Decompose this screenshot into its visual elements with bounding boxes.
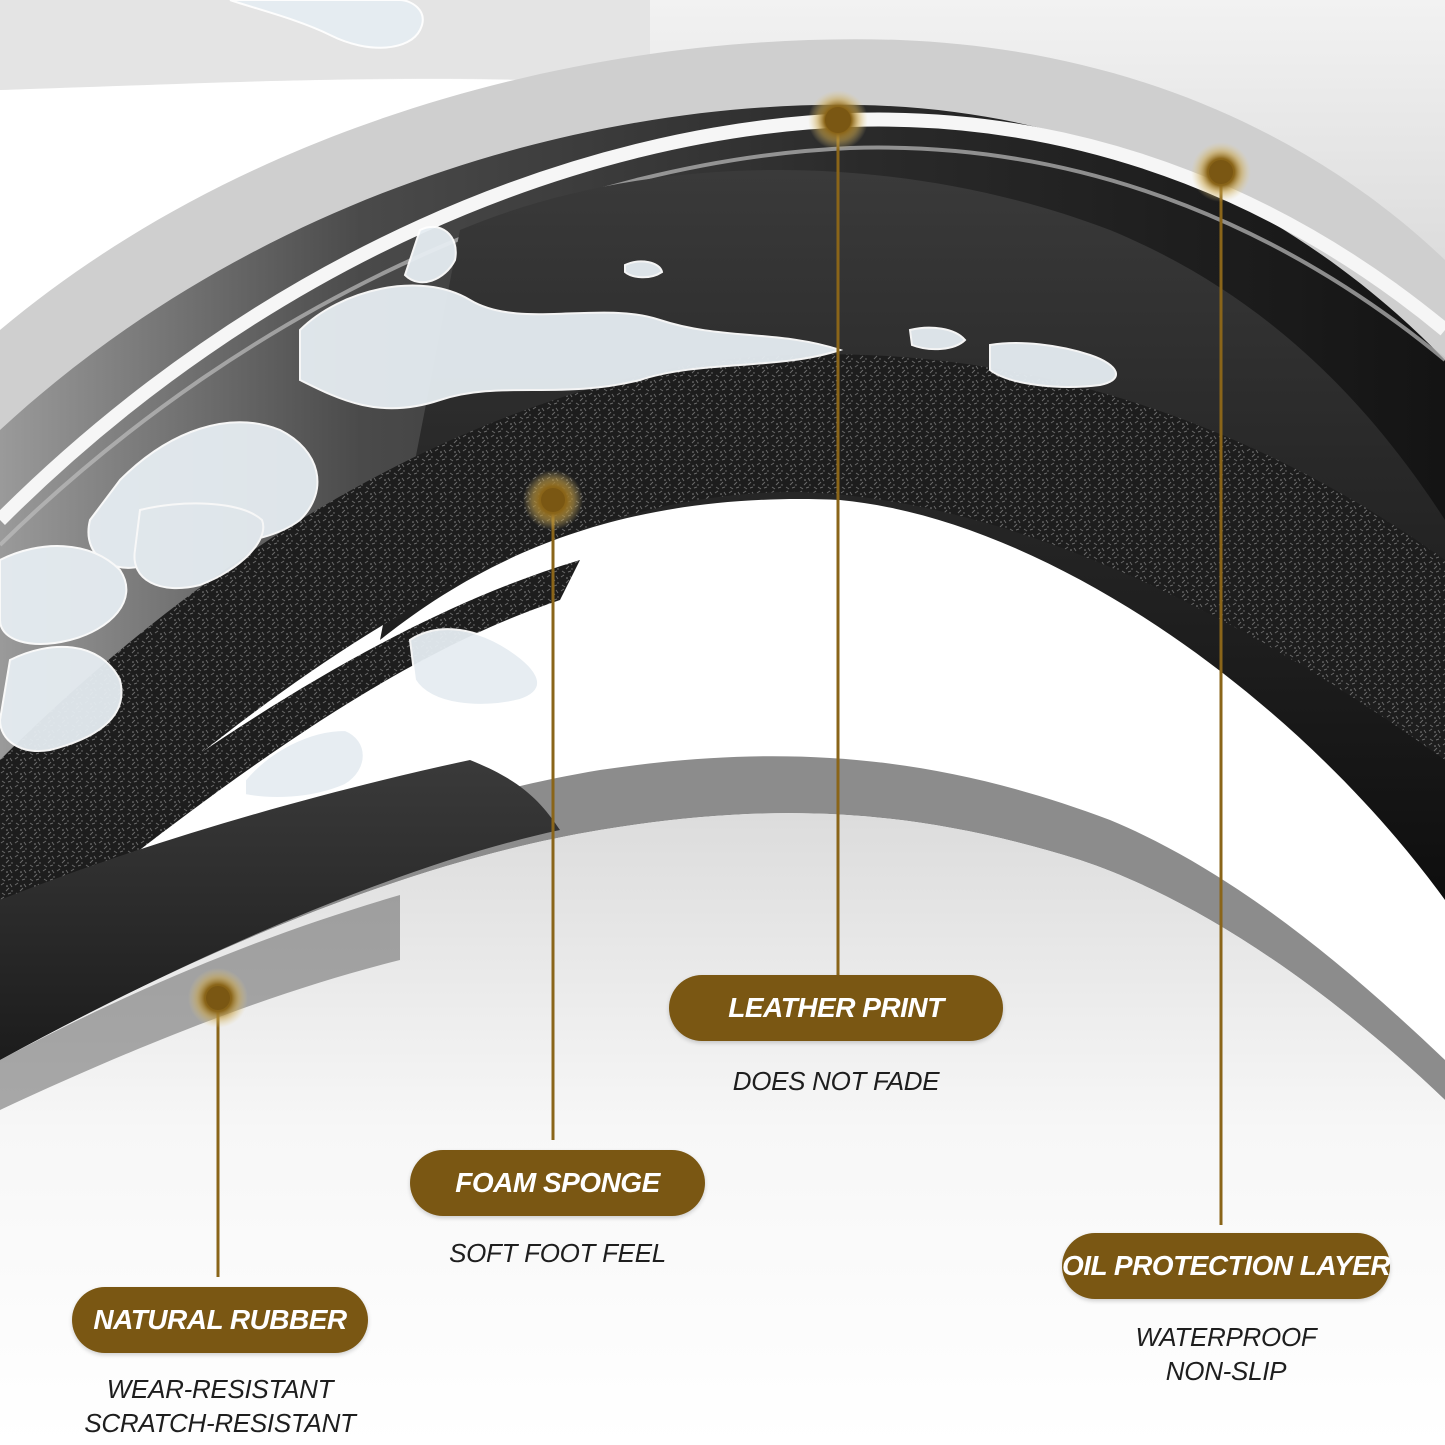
oil-protection-label: OIL PROTECTION LAYER — [1061, 1233, 1391, 1299]
natural-rubber-caption: WEAR-RESISTANT SCRATCH-RESISTANT — [40, 1372, 400, 1440]
leather-print-label: LEATHER PRINT — [669, 975, 1003, 1041]
leather-print-caption-text: DOES NOT FADE — [732, 1066, 940, 1096]
oil-protection-caption-line1: WATERPROOF — [1135, 1322, 1317, 1352]
leather-print-title: LEATHER PRINT — [728, 992, 944, 1023]
leather-print-caption: DOES NOT FADE — [669, 1064, 1003, 1098]
foam-sponge-caption-text: SOFT FOOT FEEL — [449, 1238, 666, 1268]
foam-sponge-title: FOAM SPONGE — [455, 1167, 660, 1198]
natural-rubber-label: NATURAL RUBBER — [72, 1287, 368, 1353]
oil-protection-title: OIL PROTECTION LAYER — [1061, 1250, 1391, 1281]
foam-sponge-caption: SOFT FOOT FEEL — [410, 1236, 705, 1270]
oil-protection-caption: WATERPROOF NON-SLIP — [1062, 1320, 1390, 1388]
natural-rubber-caption-line2: SCRATCH-RESISTANT — [84, 1408, 356, 1438]
natural-rubber-title: NATURAL RUBBER — [93, 1304, 347, 1335]
foam-sponge-label: FOAM SPONGE — [410, 1150, 705, 1216]
natural-rubber-caption-line1: WEAR-RESISTANT — [106, 1374, 334, 1404]
oil-protection-caption-line2: NON-SLIP — [1165, 1356, 1287, 1386]
